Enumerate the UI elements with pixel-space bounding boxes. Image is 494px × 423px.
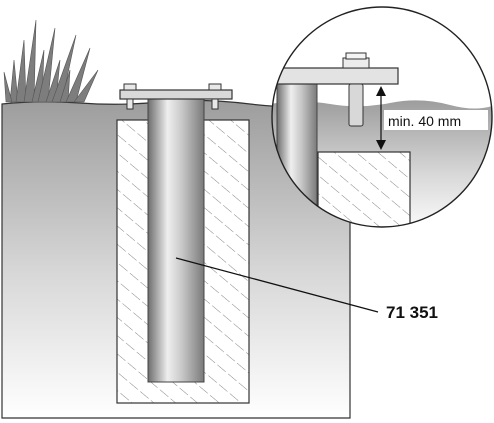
flange-bolt-right-icon bbox=[208, 83, 222, 110]
flange-bolt-left-icon bbox=[123, 83, 137, 110]
detail-dimension-label: min. 40 mm bbox=[388, 113, 461, 129]
detail-circle-outline bbox=[271, 6, 493, 228]
part-leader-line bbox=[175, 257, 379, 313]
detail-magnifier bbox=[272, 7, 492, 227]
flange-plate bbox=[119, 89, 233, 100]
grass-icon bbox=[3, 19, 99, 103]
part-number-label: 71 351 bbox=[386, 303, 438, 322]
ground-sleeve-pipe bbox=[147, 93, 205, 383]
